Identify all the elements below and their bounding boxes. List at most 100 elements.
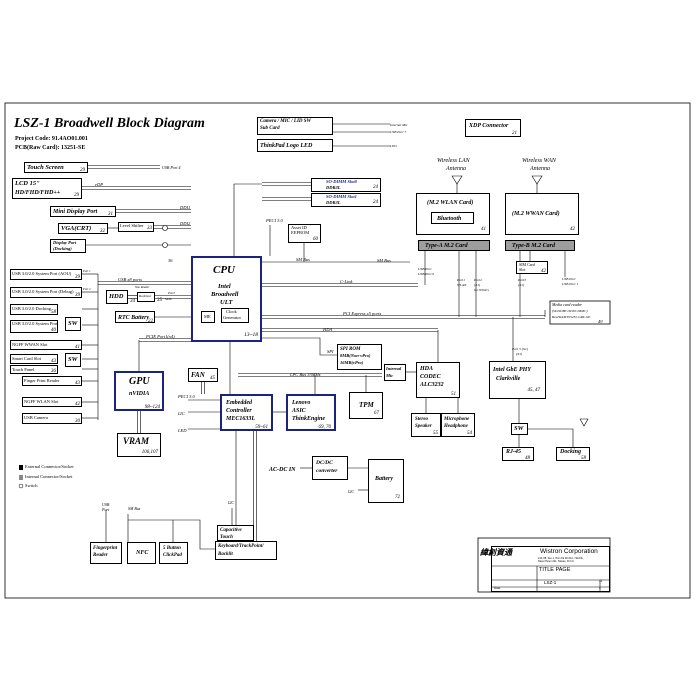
media-reader-label: Media card reader xyxy=(551,302,582,307)
finger-print-reader-box: Finger Print Reader 43 xyxy=(22,376,82,386)
internal-mic-box: Internal Mic xyxy=(384,364,406,381)
type-b-m2-card: Type-B M.2 Card xyxy=(505,240,575,251)
battery-num: 72 xyxy=(395,495,400,500)
switch-icon xyxy=(162,242,168,248)
hda-codec-label: HDA xyxy=(420,366,434,372)
internal-mic-label: Internal xyxy=(386,366,402,371)
switch-icon xyxy=(18,483,24,489)
redriver-box: Redriver 35 xyxy=(137,292,162,303)
usb-system-port-box: USB 3.0/2.0 System Port 40 xyxy=(10,320,58,333)
cpu-title: CPU xyxy=(213,264,235,276)
microphone-label: Microphone xyxy=(444,417,470,422)
usb-port1-label: USB Port 1 xyxy=(562,282,578,286)
spi-rom-vpro: 16MB(vPro) xyxy=(340,360,364,365)
rj45-box: RJ-45 48 xyxy=(502,447,534,461)
fingerprint-label: Fingerprint xyxy=(93,546,118,551)
wlan-card-label: (M.2 WLAN Card) xyxy=(427,200,474,206)
asset-id-eeprom-box: Asset ID EEPROM 60 xyxy=(288,224,321,243)
lenovo-asic-num: 69, 70 xyxy=(318,425,332,430)
docking-box: Docking 58 xyxy=(556,447,590,461)
wlan-card-num: 41 xyxy=(481,227,486,232)
usb-camera-box: USB Camera 30 xyxy=(22,413,82,424)
vram-box: VRAM 106,107 xyxy=(117,433,161,457)
touch-panel-box: Touch Panel 36 xyxy=(10,365,58,374)
usb-port-debug-label: USB 3.0/2.0 System Port (Debug) xyxy=(12,289,74,294)
mini-display-port-label: Mini Display Port xyxy=(53,209,98,215)
so-dimm-slot1-label: SO-DIMM Slot1 xyxy=(326,194,357,199)
sim-card-slot-box: SIM Card Slot 42 xyxy=(516,261,548,274)
finger-print-reader-num: 43 xyxy=(75,381,80,386)
lcd-label: LCD 15" xyxy=(15,180,40,187)
cpu-brand: Intel xyxy=(218,283,231,290)
microphone-headphone-num: 54 xyxy=(467,431,472,436)
led-label: LED xyxy=(177,428,187,433)
hda-codec-box: HDA CODEC ALC3232 51 xyxy=(416,362,460,398)
company-chinese-name: 緯創資通 xyxy=(480,548,512,557)
cpu-me-box: ME xyxy=(201,311,215,323)
port5-label: Port 5 (X1) xyxy=(511,347,529,351)
usb-port2-label: Port 2 xyxy=(82,287,91,291)
sim-slot-label: Slot xyxy=(519,267,526,272)
tpm-label: TPM xyxy=(359,401,374,409)
sw-docking-wire xyxy=(528,428,574,447)
media-reader-num: 49 xyxy=(598,319,603,324)
usb-port-aou-box: USB 3.0/2.0 System Port (AOU) 39 xyxy=(10,269,82,280)
gbe-phy-label2: Clarkville xyxy=(496,376,521,382)
wwan-card-num: 42 xyxy=(570,227,575,232)
wwan-card-box: (M.2 WWAN Card) 42 xyxy=(505,193,579,235)
date-label: Date xyxy=(494,586,501,590)
peci-label: PECI 3.0 xyxy=(265,218,283,223)
non-reader-label: Non Reader xyxy=(134,285,150,289)
lenovo-asic-label: Lenovo xyxy=(292,400,311,406)
display-port-docking-box: Display Port (Docking) xyxy=(50,239,86,253)
ddi2-label: DDI2 xyxy=(179,221,191,226)
port3-label: Port3 xyxy=(167,291,175,295)
rj45-label: RJ-45 xyxy=(506,449,521,455)
vram-title: VRAM xyxy=(123,436,150,446)
dcdc-converter-box: DC/DC converter xyxy=(312,456,348,480)
spi-rom-box: SPI ROM 8MB(Non-vPro) 16MB(vPro) 23 xyxy=(337,344,389,370)
capacitive-label: Capacitive xyxy=(220,528,242,533)
ngff-wwan-box: NGFF WWAN Slot 41 xyxy=(10,340,82,350)
memory-trunk xyxy=(233,183,262,256)
tpm-num: 67 xyxy=(374,411,379,416)
docking-num: 58 xyxy=(581,456,586,461)
legend-switch: Switch xyxy=(25,483,38,488)
fan-label: FAN xyxy=(191,371,205,379)
bluetooth-box: Bluetooth xyxy=(431,212,474,224)
level-shifter-box: Level Shifter 33 xyxy=(118,222,154,232)
capacitive-touch-box: Capacitive Touch xyxy=(217,525,254,541)
microphone-headphone-box: Microphone Headphone 54 xyxy=(441,413,475,437)
spi-rom-nonvpro: 8MB(Non-vPro) xyxy=(340,353,371,358)
gbe-phy-box: Intel GbE PHY Clarkville 45, 47 xyxy=(489,361,546,399)
acdc-in-label: AC-DC IN xyxy=(268,467,296,473)
rtc-battery-box: RTC Battery 22 xyxy=(115,311,155,324)
battery-label: Battery xyxy=(375,476,393,482)
dcdc-label: DC/DC xyxy=(316,460,333,466)
headphone-label: Headphone xyxy=(444,424,468,429)
title-block-frame xyxy=(477,537,611,593)
sim-card-label: SIM Card xyxy=(519,262,535,267)
rtc-battery-label: RTC Battery xyxy=(118,315,150,321)
level-shifter-num: 33 xyxy=(147,226,152,231)
embedded-controller-box: Embedded Controller MEC1633L 59~61 xyxy=(220,394,273,431)
gpu-vendor: nVIDIA xyxy=(129,391,150,397)
clickpad-box: 5 Button ClickPad xyxy=(159,542,188,564)
peci2-label: PECI 3.0 xyxy=(177,394,195,399)
so-dimm-slot0-label: SO-DIMM Slot0 xyxy=(326,179,357,184)
title-block: 緯創資通 Wistron Corporation 21F, 88, Sec.1,… xyxy=(480,546,610,592)
x1b-label: (X1) xyxy=(518,283,525,287)
xdp-connector-box: XDP Connector 21 xyxy=(465,119,521,137)
c-link-label: C-Link xyxy=(340,279,354,284)
so-dimm-slot0-type: DDR3L xyxy=(326,185,341,190)
port1-label: Port1 xyxy=(456,278,465,282)
usb-docking-num: 58 xyxy=(51,310,56,315)
ngff-wlan-num: 42 xyxy=(75,402,80,407)
lenovo-asic-box: Lenovo ASIC ThinkEngine 69, 70 xyxy=(286,394,336,431)
usb-x8-label: USB x8 ports xyxy=(118,277,142,282)
sm-bus-label-2: SM Bus xyxy=(377,258,391,263)
project-code: Project Code: 91.4AO01.001 xyxy=(15,136,88,142)
i2c-touch-label: I2C xyxy=(227,500,234,505)
lenovo-asic-engine: ThinkEngine xyxy=(292,416,326,422)
battery-box: Battery 72 xyxy=(368,459,404,503)
